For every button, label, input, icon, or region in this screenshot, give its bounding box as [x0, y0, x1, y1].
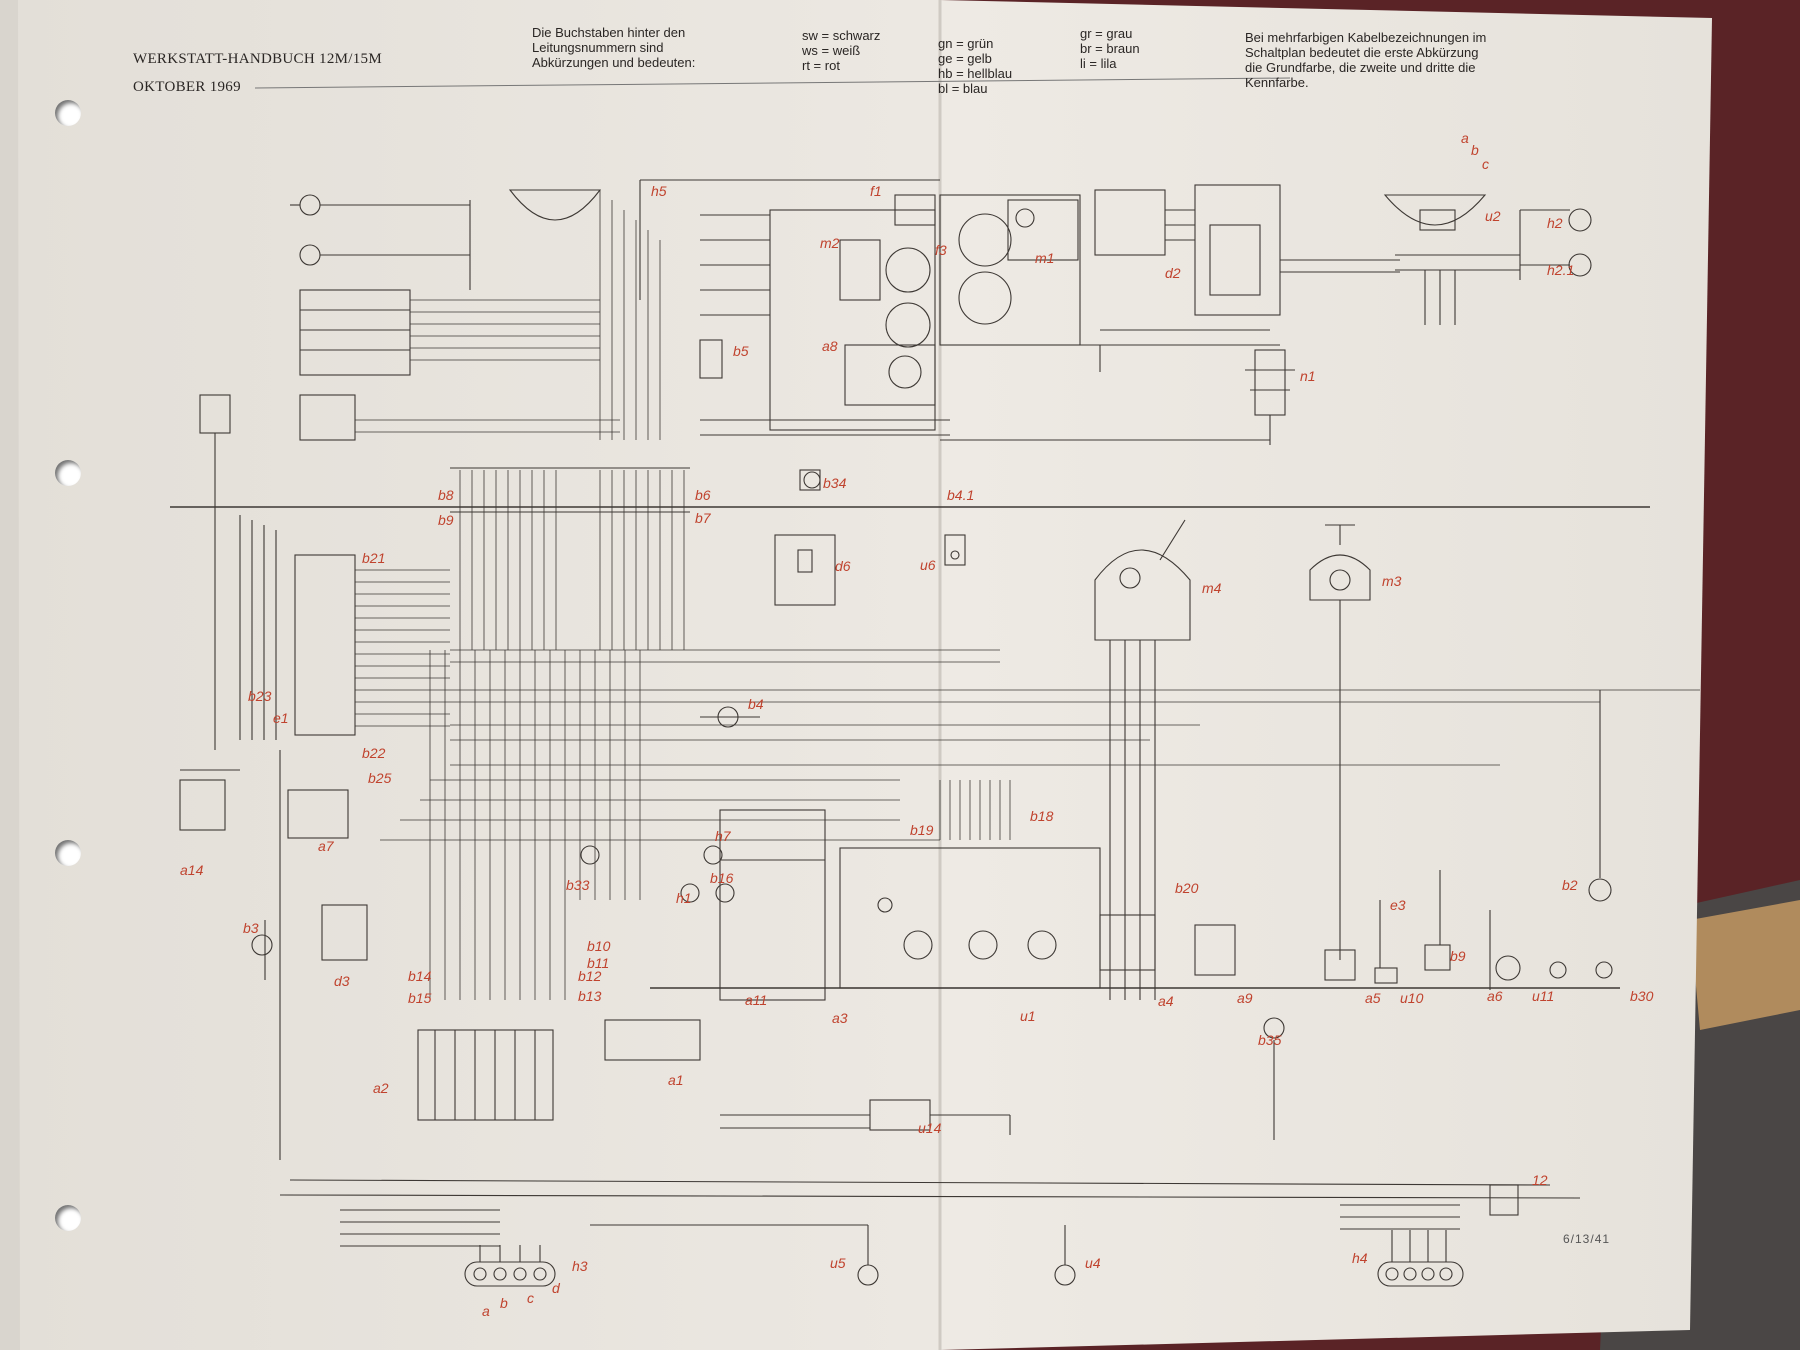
component-label: h7: [715, 828, 731, 844]
component-label: a2: [373, 1080, 389, 1096]
component-label: b6: [695, 487, 711, 503]
color-legend-col-1: sw = schwarz ws = weiß rt = rot: [802, 28, 881, 73]
component-label: b14: [408, 968, 432, 984]
multicolor-note: Bei mehrfarbigen Kabelbezeichnungen im S…: [1245, 30, 1487, 90]
component-label: h5: [651, 183, 667, 199]
component-label: u1: [1020, 1008, 1036, 1024]
component-label: m1: [1035, 250, 1055, 266]
component-label: b4: [748, 696, 764, 712]
paper-right-page: [940, 0, 1712, 1350]
component-label: a6: [1487, 988, 1503, 1004]
binder-hole-3: [55, 840, 81, 866]
component-label: b33: [566, 877, 590, 893]
component-label: c: [527, 1290, 534, 1306]
component-label: f3: [935, 242, 947, 258]
component-label: b9: [438, 512, 454, 528]
color-legend-col-3: gr = grau br = braun li = lila: [1080, 26, 1140, 71]
schematic: [170, 179, 1700, 1287]
component-label: n1: [1300, 368, 1316, 384]
component-label: a4: [1158, 993, 1174, 1009]
component-label: d: [552, 1280, 560, 1296]
component-label: b23: [248, 688, 272, 704]
component-label: b22: [362, 745, 386, 761]
component-label: b4.1: [947, 487, 975, 503]
component-label: b25: [368, 770, 392, 786]
component-label: 12: [1532, 1172, 1548, 1188]
color-legend-col-2: gn = grün ge = gelb hb = hellblau bl = b…: [938, 36, 1013, 96]
component-label: a1: [668, 1072, 684, 1088]
component-label: a: [482, 1303, 490, 1319]
component-label: u10: [1400, 990, 1424, 1006]
component-label: a: [1461, 130, 1469, 146]
binder-hole-1: [55, 100, 81, 126]
component-label: u6: [920, 557, 936, 573]
wood-edge: [1690, 900, 1800, 1030]
component-label: b2: [1562, 877, 1578, 893]
component-label: h2.1: [1547, 262, 1575, 278]
component-label: e3: [1390, 897, 1406, 913]
header-rule: [254, 77, 1291, 89]
component-label: a11: [745, 992, 768, 1008]
component-label: b19: [910, 822, 934, 838]
component-label: b35: [1258, 1032, 1282, 1048]
component-label: u14: [918, 1120, 942, 1136]
component-label: u2: [1485, 208, 1501, 224]
component-label: b21: [362, 550, 386, 566]
page-number: 6/13/41: [1563, 1232, 1611, 1246]
component-label: b16: [710, 870, 734, 886]
component-label: b7: [695, 510, 711, 526]
component-label: b10: [587, 938, 611, 954]
component-label: b: [1471, 142, 1479, 158]
component-label: u5: [830, 1255, 846, 1271]
component-label: d2: [1165, 265, 1181, 281]
component-label: e1: [273, 710, 289, 726]
component-label: d6: [835, 558, 851, 574]
component-label: d3: [334, 973, 350, 989]
component-label: a3: [832, 1010, 848, 1026]
component-label: a8: [822, 338, 838, 354]
component-label: b9: [1450, 948, 1466, 964]
component-label: b13: [578, 988, 602, 1004]
component-label: b: [500, 1295, 508, 1311]
component-label: f1: [870, 183, 882, 199]
manual-title: WERKSTATT-HANDBUCH 12M/15M: [133, 51, 382, 67]
component-label: h1: [676, 890, 692, 906]
component-label: b20: [1175, 880, 1199, 896]
component-label: u4: [1085, 1255, 1101, 1271]
component-label: b8: [438, 487, 454, 503]
component-label: m4: [1202, 580, 1222, 596]
component-label: h4: [1352, 1250, 1368, 1266]
component-label: b30: [1630, 988, 1654, 1004]
component-label: c: [1482, 156, 1489, 172]
component-label: b15: [408, 990, 432, 1006]
paper-left-page: [18, 0, 940, 1350]
component-label: m2: [820, 235, 840, 251]
component-label: a7: [318, 838, 334, 854]
component-label: a14: [180, 862, 204, 878]
binder-hole-2: [55, 460, 81, 486]
component-label: b12: [578, 968, 602, 984]
component-label: b11: [587, 955, 610, 971]
component-label: m3: [1382, 573, 1402, 589]
component-label: h2: [1547, 215, 1563, 231]
manual-date: OKTOBER 1969: [133, 79, 241, 95]
component-label: h3: [572, 1258, 588, 1274]
component-label: b18: [1030, 808, 1054, 824]
component-label: a5: [1365, 990, 1381, 1006]
component-label: u11: [1532, 988, 1555, 1004]
binder-hole-4: [55, 1205, 81, 1231]
component-label: b5: [733, 343, 749, 359]
component-label: a9: [1237, 990, 1253, 1006]
component-label: b3: [243, 920, 259, 936]
intro-text: Die Buchstaben hinter den Leitungsnummer…: [532, 25, 696, 70]
component-label: b34: [823, 475, 847, 491]
